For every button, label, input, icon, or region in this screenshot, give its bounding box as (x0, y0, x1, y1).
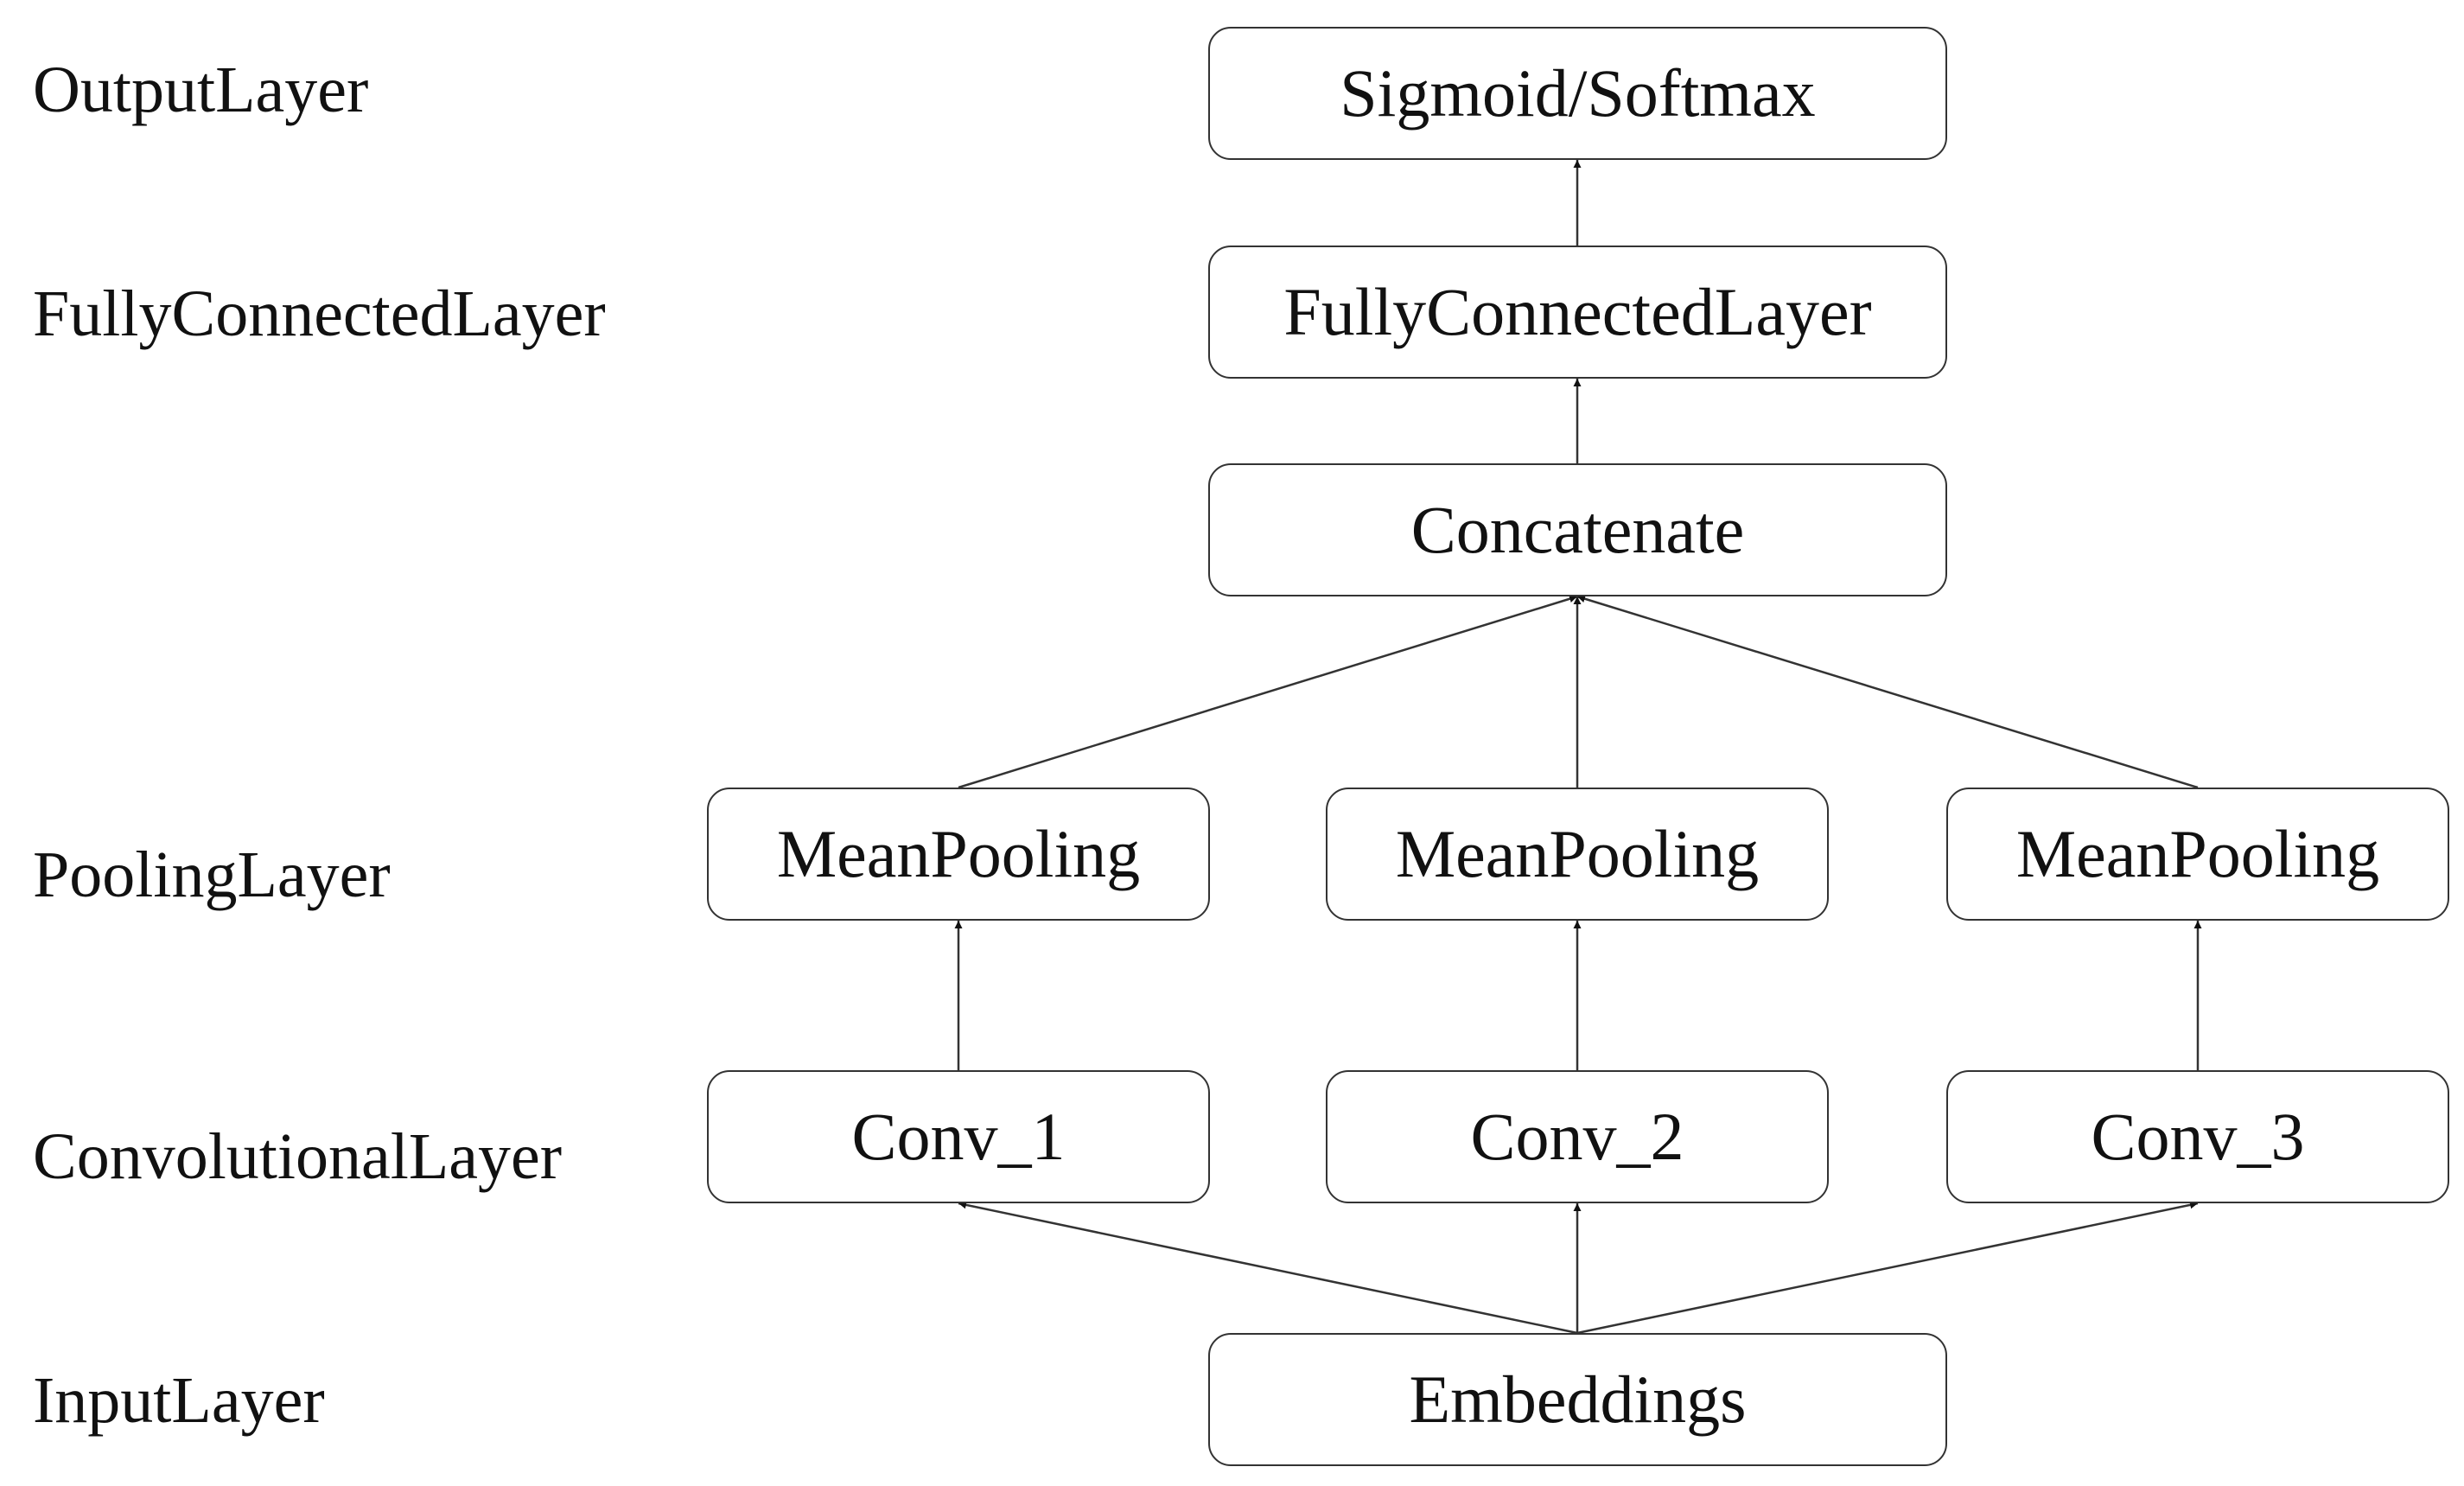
node-label: MeanPooling (2015, 816, 2380, 891)
node-mean-pooling-3: MeanPooling (1946, 788, 2449, 921)
node-label: Conv_2 (1470, 1099, 1684, 1174)
layer-label-output: OutputLayer (33, 54, 369, 126)
node-label: Concatenate (1410, 492, 1745, 567)
node-conv-1: Conv_1 (707, 1070, 1210, 1203)
node-concatenate: Concatenate (1208, 463, 1947, 596)
edge-embeddings-to-conv-1 (958, 1201, 1578, 1335)
layer-label-convolutional: ConvolutionalLayer (33, 1120, 563, 1193)
node-fully-connected-layer: FullyConnectedLayer (1208, 246, 1947, 379)
node-label: Embeddings (1409, 1362, 1747, 1437)
node-conv-3: Conv_3 (1946, 1070, 2449, 1203)
node-label: MeanPooling (1395, 816, 1760, 891)
node-mean-pooling-1: MeanPooling (707, 788, 1210, 921)
layer-label-fully-connected: FullyConnectedLayer (33, 277, 606, 350)
node-conv-2: Conv_2 (1326, 1070, 1829, 1203)
node-mean-pooling-2: MeanPooling (1326, 788, 1829, 921)
node-label: FullyConnectedLayer (1283, 274, 1872, 349)
layer-label-pooling: PoolingLayer (33, 839, 391, 911)
node-sigmoid-softmax: Sigmoid/Softmax (1208, 27, 1947, 160)
edge-embeddings-to-conv-3 (1576, 1201, 2199, 1335)
layer-label-input: InputLayer (33, 1364, 325, 1437)
edge-pooling-1-to-concatenate (958, 595, 1578, 789)
node-label: Conv_3 (2091, 1099, 2305, 1174)
node-label: Conv_1 (851, 1099, 1066, 1174)
edge-pooling-3-to-concatenate (1576, 595, 2199, 789)
node-label: Sigmoid/Softmax (1340, 55, 1816, 131)
node-label: MeanPooling (776, 816, 1141, 891)
node-embeddings: Embeddings (1208, 1333, 1947, 1466)
